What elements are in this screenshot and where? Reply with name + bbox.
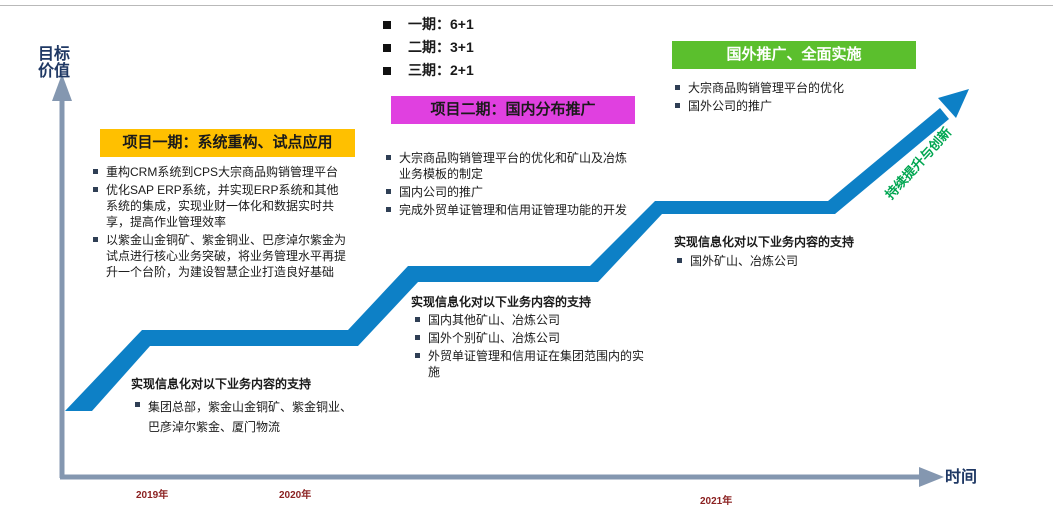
y-axis-label: 目标 价值: [38, 46, 70, 80]
phase1-support-list: 集团总部，紫金山金铜矿、紫金铜业、巴彦淖尔紫金、厦门物流: [134, 397, 354, 439]
phase3-support-title: 实现信息化对以下业务内容的支持: [674, 235, 855, 249]
x-axis-label: 时间: [945, 469, 978, 486]
phase1-item: 重构CRM系统到CPS大宗商品购销管理平台: [92, 164, 350, 180]
phase2-item: 国内公司的推广: [385, 184, 635, 200]
phase2-support-title: 实现信息化对以下业务内容的支持: [411, 295, 592, 309]
phase1-support-title: 实现信息化对以下业务内容的支持: [131, 377, 312, 391]
phase-count-item: 三期：2+1: [382, 59, 474, 82]
growth-arrow-head-icon: [938, 89, 969, 118]
phase2-item: 完成外贸单证管理和信用证管理功能的开发: [385, 202, 635, 218]
phase1-support-item: 集团总部，紫金山金铜矿、紫金铜业、巴彦淖尔紫金、厦门物流: [134, 397, 354, 437]
phase2-support-item: 国内其他矿山、冶炼公司: [414, 312, 654, 328]
phase-count-item: 一期：6+1: [382, 13, 474, 36]
phase1-title: 项目一期：系统重构、试点应用: [100, 129, 355, 157]
phase3-item: 大宗商品购销管理平台的优化: [674, 80, 904, 96]
phase3-support-list: 国外矿山、冶炼公司: [676, 253, 896, 271]
year-label: 2020年: [279, 490, 312, 501]
growth-staircase-path: [65, 108, 949, 411]
y-axis-label-line1: 目标: [38, 46, 71, 63]
x-axis-arrow-icon: [919, 467, 944, 487]
phase1-list: 重构CRM系统到CPS大宗商品购销管理平台 优化SAP ERP系统，并实现ERP…: [92, 164, 350, 282]
year-label: 2021年: [700, 496, 733, 507]
phase2-support-list: 国内其他矿山、冶炼公司 国外个别矿山、冶炼公司 外贸单证管理和信用证在集团范围内…: [414, 312, 654, 382]
phase1-item: 以紫金山金铜矿、紫金铜业、巴彦淖尔紫金为试点进行核心业务突破，将业务管理水平再提…: [92, 232, 350, 280]
phase2-item: 大宗商品购销管理平台的优化和矿山及冶炼业务模板的制定: [385, 150, 635, 182]
phase3-support-item: 国外矿山、冶炼公司: [676, 253, 896, 269]
y-axis-label-line2: 价值: [38, 63, 71, 80]
phase2-support-item: 国外个别矿山、冶炼公司: [414, 330, 654, 346]
phase2-list: 大宗商品购销管理平台的优化和矿山及冶炼业务模板的制定 国内公司的推广 完成外贸单…: [385, 150, 635, 220]
phase3-item: 国外公司的推广: [674, 98, 904, 114]
phase2-title: 项目二期：国内分布推广: [391, 96, 635, 124]
phase2-support-item: 外贸单证管理和信用证在集团范围内的实施: [414, 348, 654, 380]
phase-count-item: 二期：3+1: [382, 36, 474, 59]
phase3-list: 大宗商品购销管理平台的优化 国外公司的推广: [674, 80, 904, 116]
phase-count-list: 一期：6+1 二期：3+1 三期：2+1: [382, 13, 474, 82]
top-divider: [0, 5, 1053, 6]
y-axis-arrow-icon: [52, 74, 72, 101]
phase1-item: 优化SAP ERP系统，并实现ERP系统和其他系统的集成，实现业财一体化和数据实…: [92, 182, 350, 230]
phase3-title: 国外推广、全面实施: [672, 41, 916, 69]
year-label: 2019年: [136, 490, 169, 501]
